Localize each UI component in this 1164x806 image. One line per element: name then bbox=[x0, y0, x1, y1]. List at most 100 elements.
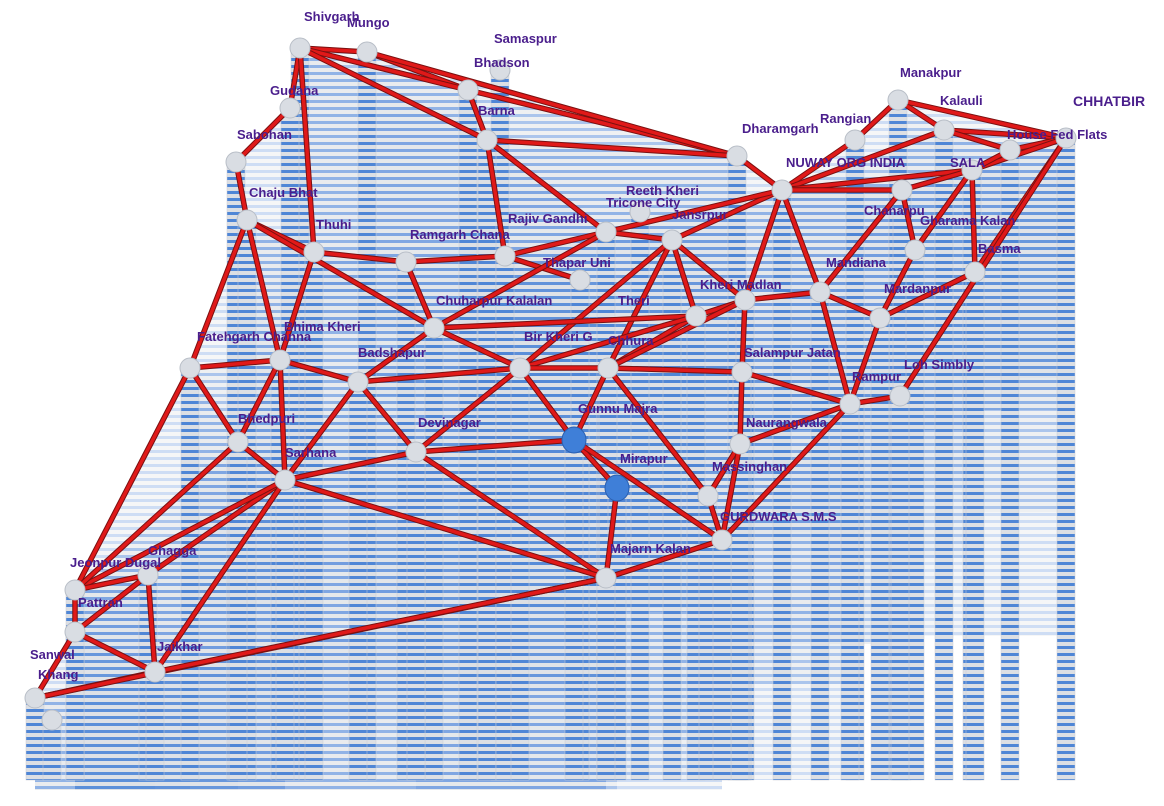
label-ghagga: Ghagga bbox=[148, 543, 197, 558]
link bbox=[432, 314, 698, 330]
link bbox=[848, 316, 882, 406]
node-gunnu-majra[interactable] bbox=[561, 426, 587, 454]
link bbox=[518, 366, 576, 442]
node-ramgarh-chana[interactable] bbox=[395, 251, 417, 273]
label-sarhana: Sarhana bbox=[285, 445, 337, 460]
link bbox=[188, 366, 240, 444]
node-column bbox=[145, 671, 165, 781]
label-salampur-jatan: Salampur Jatan bbox=[744, 345, 841, 360]
node-jansrpur[interactable] bbox=[661, 229, 683, 251]
node-theri[interactable] bbox=[685, 305, 707, 327]
node-rajiv-gandhi[interactable] bbox=[494, 245, 516, 267]
label-basma: Basma bbox=[978, 241, 1021, 256]
node-gharama-kalan[interactable] bbox=[904, 239, 926, 261]
label-bhadson: Bhadson bbox=[474, 55, 530, 70]
link bbox=[942, 128, 1068, 140]
node-loh-simbly[interactable] bbox=[889, 385, 911, 407]
node-bir-kheri-g[interactable] bbox=[509, 357, 531, 379]
label-bhedpuri: Bhedpuri bbox=[238, 411, 296, 426]
node-devinagar[interactable] bbox=[405, 441, 427, 463]
node-rampur[interactable] bbox=[839, 393, 861, 415]
node-layer bbox=[24, 37, 1077, 731]
node-jaikhar[interactable] bbox=[144, 661, 166, 683]
link bbox=[604, 538, 724, 580]
label-mirapur: Mirapur bbox=[620, 451, 668, 466]
node-chhatbir[interactable] bbox=[1055, 127, 1077, 149]
link bbox=[236, 358, 282, 444]
node-reeth-kheri[interactable] bbox=[629, 201, 651, 223]
node-thuhi[interactable] bbox=[303, 241, 325, 263]
link bbox=[780, 188, 822, 294]
node-thapar-uni[interactable] bbox=[569, 269, 591, 291]
node-jeonpur-dugal[interactable] bbox=[64, 579, 86, 601]
link bbox=[743, 290, 822, 302]
node-bhadson[interactable] bbox=[457, 79, 479, 101]
node-tricone-city[interactable] bbox=[595, 221, 617, 243]
node-mandiana[interactable] bbox=[809, 281, 831, 303]
node-sarhana[interactable] bbox=[274, 469, 296, 491]
node-pattran[interactable] bbox=[64, 621, 86, 643]
node-kheri-madlan[interactable] bbox=[734, 289, 756, 311]
link bbox=[278, 358, 360, 384]
node-chhura[interactable] bbox=[597, 357, 619, 379]
link bbox=[404, 254, 507, 264]
link bbox=[604, 230, 674, 242]
node-ghagga[interactable] bbox=[137, 564, 159, 586]
node-shivgarh[interactable] bbox=[289, 37, 311, 59]
link bbox=[245, 218, 282, 362]
node-column bbox=[1056, 137, 1076, 781]
node-bhedpuri[interactable] bbox=[227, 431, 249, 453]
label-thapar-uni: Thapar Uni bbox=[543, 255, 611, 270]
node-manakpur[interactable] bbox=[887, 89, 909, 111]
node-khang[interactable] bbox=[41, 709, 63, 731]
link bbox=[818, 290, 882, 320]
node-majarn-kalan[interactable] bbox=[595, 567, 617, 589]
link bbox=[73, 573, 150, 634]
node-column bbox=[180, 367, 200, 781]
node-dharamgarh[interactable] bbox=[726, 145, 748, 167]
node-chanarpu[interactable] bbox=[891, 179, 913, 201]
node-gudana[interactable] bbox=[279, 97, 301, 119]
node-column bbox=[870, 317, 890, 781]
label-badshapur: Badshapur bbox=[358, 345, 426, 360]
link bbox=[283, 478, 608, 580]
link bbox=[606, 366, 710, 498]
node-massinghan[interactable] bbox=[697, 485, 719, 507]
node-sabohan[interactable] bbox=[225, 151, 247, 173]
link bbox=[153, 576, 608, 674]
link bbox=[780, 128, 946, 192]
label-gudana: Gudana bbox=[270, 83, 319, 98]
node-samaspur[interactable] bbox=[489, 59, 511, 81]
node-mungo[interactable] bbox=[356, 41, 378, 63]
node-gurdwara-sms[interactable] bbox=[711, 529, 733, 551]
node-column bbox=[564, 439, 584, 781]
node-chaju-bhat[interactable] bbox=[236, 209, 258, 231]
node-salampur-jatan[interactable] bbox=[731, 361, 753, 383]
node-badshapur[interactable] bbox=[347, 371, 369, 393]
node-kalauli[interactable] bbox=[933, 119, 955, 141]
node-mardanpur[interactable] bbox=[869, 307, 891, 329]
link bbox=[188, 218, 249, 370]
node-column bbox=[275, 479, 295, 781]
link bbox=[73, 630, 157, 674]
node-house-fed-flats[interactable] bbox=[999, 139, 1021, 161]
node-bhima-kheri[interactable] bbox=[269, 349, 291, 371]
node-chuharpur-kalalan[interactable] bbox=[423, 317, 445, 339]
node-naurangwala[interactable] bbox=[729, 433, 751, 455]
node-basma[interactable] bbox=[964, 261, 986, 283]
label-nuway: NUWAY ORG INDIA bbox=[786, 155, 906, 170]
node-rangian[interactable] bbox=[844, 129, 866, 151]
label-mungo: Mungo bbox=[347, 15, 390, 30]
link bbox=[404, 260, 436, 330]
node-fatehgarh-channa[interactable] bbox=[179, 357, 201, 379]
label-chhura: Chhura bbox=[608, 333, 654, 348]
node-sala[interactable] bbox=[961, 159, 983, 181]
link bbox=[780, 138, 857, 192]
link bbox=[740, 370, 852, 406]
node-sanwal[interactable] bbox=[24, 687, 46, 709]
node-mirapur[interactable] bbox=[604, 474, 630, 502]
node-nuway[interactable] bbox=[771, 179, 793, 201]
node-barna[interactable] bbox=[476, 129, 498, 151]
link bbox=[485, 138, 739, 158]
label-rangian: Rangian bbox=[820, 111, 872, 126]
